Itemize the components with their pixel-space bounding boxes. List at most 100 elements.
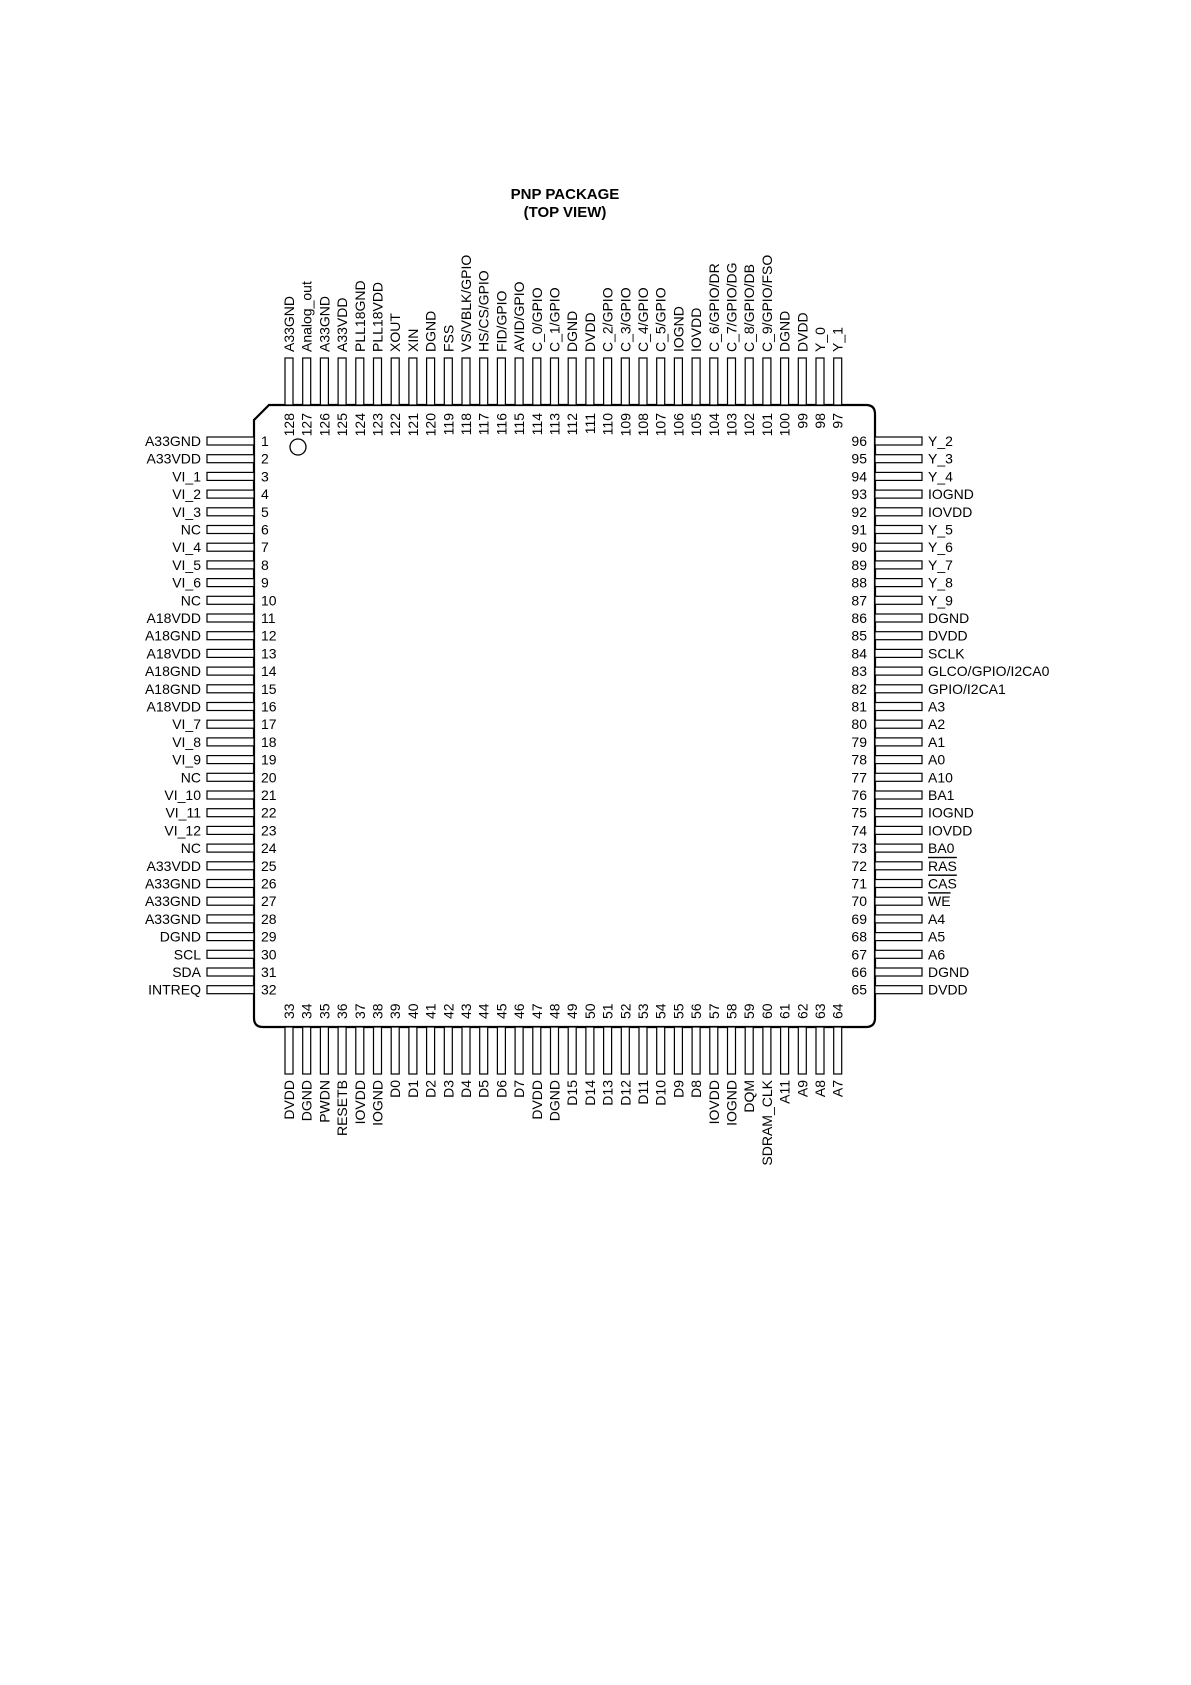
pin-lead [206,436,255,446]
pin-number: 90 [851,539,867,555]
pin-name: A4 [928,911,945,927]
pin-number: 17 [261,716,277,732]
pin-number: 83 [851,663,867,679]
pin-number: 79 [851,734,867,750]
pin-number: 91 [851,522,867,538]
package-title: PNP PACKAGE (TOP VIEW) [0,186,1130,222]
pin-16: A18VDD 16 [147,699,277,715]
pin-name: DVDD [928,628,968,644]
pin-lead [206,701,255,712]
pin-name: CAS [928,876,957,892]
pin-name: Analog_out [299,281,315,352]
pin-name: DGND [160,929,201,945]
pin-lead [206,754,255,765]
pin-number: 42 [440,1003,456,1019]
pin-number: 123 [370,413,386,437]
pin-name: RAS [928,858,957,874]
pin-number: 112 [564,413,580,436]
pin-number: 107 [653,413,669,437]
pin-number: 32 [261,982,277,998]
pin-number: 36 [334,1003,350,1019]
pin-name: A33VDD [147,451,201,467]
pin-name: IOGND [928,805,974,821]
pin-name: GLCO/GPIO/I2CA0 [928,663,1050,679]
pin-lead [762,357,772,406]
pin-lead [206,471,255,481]
pin-number: 118 [458,413,474,436]
pin-name: DGND [777,311,793,352]
pin-number: 89 [851,557,867,573]
pin-lead [874,542,923,552]
pin-lead [874,507,923,517]
pin-name: D5 [476,1080,492,1098]
pin-name: D14 [582,1080,598,1106]
pin-number: 120 [423,413,439,437]
pin-number: 56 [688,1003,704,1019]
pin-lead [602,357,613,406]
pin-name: SDA [172,964,201,980]
pin-number: 50 [582,1003,598,1019]
pin-name: C_5/GPIO [653,287,669,352]
pin-lead [797,357,807,406]
pin-name: NC [181,522,201,538]
pin-name: VI_10 [164,787,201,803]
package-title-line1: PNP PACKAGE [510,186,620,203]
pin-name: DGND [423,311,439,352]
pin-name: A3 [928,699,945,715]
top-pins: A33GND128Analog_out127A33GND126A33VDD125… [281,255,846,437]
pin-number: 55 [670,1003,686,1019]
pin-name: A18VDD [147,699,201,715]
pin-lead [744,1026,754,1075]
pin-lead [206,560,255,570]
pin-98: Y_098 [812,327,828,429]
pin-number: 100 [777,413,793,437]
pin-name: A33GND [316,296,332,352]
pin-name: INTREQ [148,982,201,998]
pin-name: A18GND [145,628,201,644]
pin-number: 22 [261,805,277,821]
pin-lead [874,489,923,499]
pin-number: 16 [261,699,277,715]
pin-name: DGND [299,1080,315,1121]
pin-number: 93 [851,486,867,502]
pin-94: Y_494 [851,468,953,484]
pin-lead [585,1026,595,1075]
pin-lead [874,666,923,676]
pin-name: Y_8 [928,575,953,591]
pin-name: A33VDD [334,298,350,352]
pin-number: 38 [370,1003,386,1019]
pin-name: A18GND [145,663,201,679]
package-title-line2: (TOP VIEW) [523,204,607,221]
pin-lead [206,790,255,800]
pin-name: IOVDD [688,308,704,352]
